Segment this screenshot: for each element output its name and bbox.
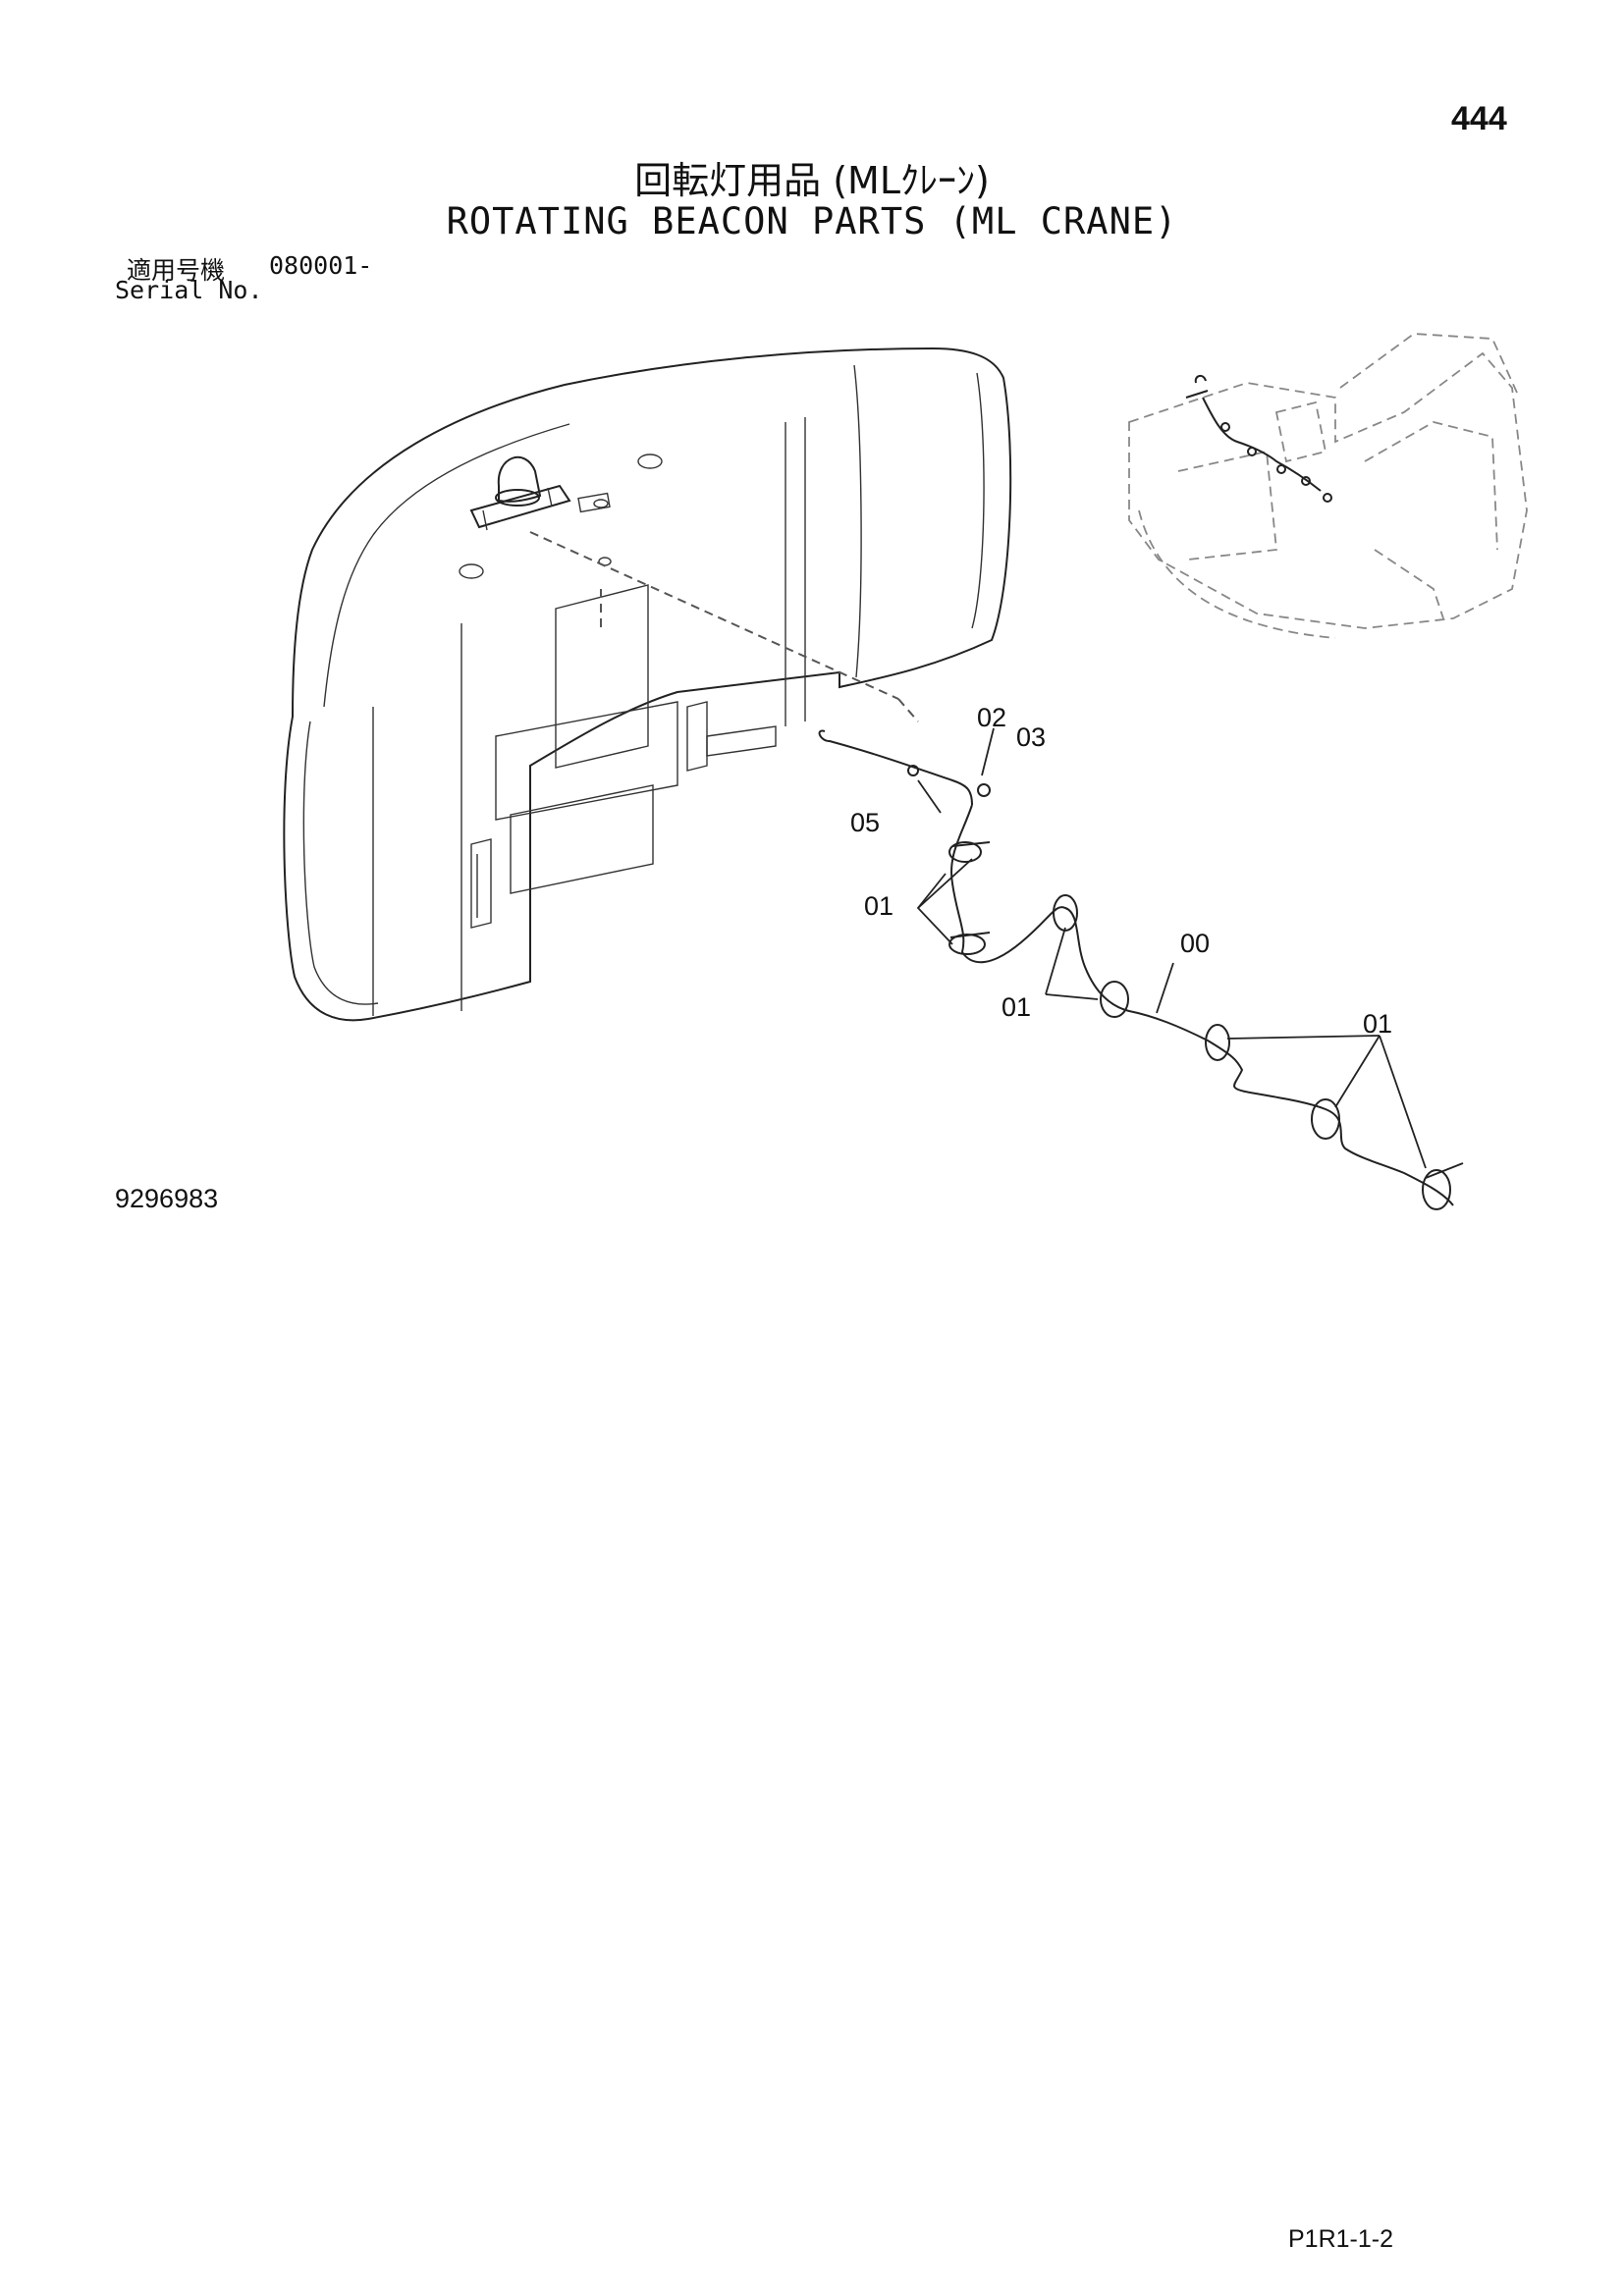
- sheet-code: P1R1-1-2: [1288, 2225, 1393, 2253]
- wire-harness: [818, 729, 1464, 1210]
- callout-01-b: 01: [1001, 992, 1031, 1022]
- excavator-reference-drawing: [1128, 333, 1528, 639]
- wiring-route-dashed: [529, 531, 919, 722]
- callout-02: 02: [977, 703, 1006, 732]
- serial-label-japanese: 適用号機: [127, 256, 226, 285]
- callout-05: 05: [850, 808, 880, 837]
- page-number: 444: [1451, 100, 1507, 137]
- callout-01-c: 01: [1363, 1009, 1392, 1039]
- callout-00: 00: [1180, 929, 1210, 958]
- cab-body-drawing: [283, 347, 1012, 1022]
- serial-number-value: 080001-: [269, 251, 373, 280]
- title-japanese: 回転灯用品 (MLｸﾚｰﾝ): [634, 159, 990, 202]
- callout-03: 03: [1016, 722, 1046, 752]
- drawing-number: 9296983: [115, 1184, 219, 1213]
- parts-diagram: 02 03 05 01 00 01 01: [283, 333, 1528, 1210]
- title-english: ROTATING BEACON PARTS (ML CRANE): [446, 200, 1178, 242]
- callout-01-a: 01: [864, 891, 893, 921]
- callout-leader-lines: [916, 727, 1427, 1169]
- serial-label-english: Serial No.: [115, 276, 263, 304]
